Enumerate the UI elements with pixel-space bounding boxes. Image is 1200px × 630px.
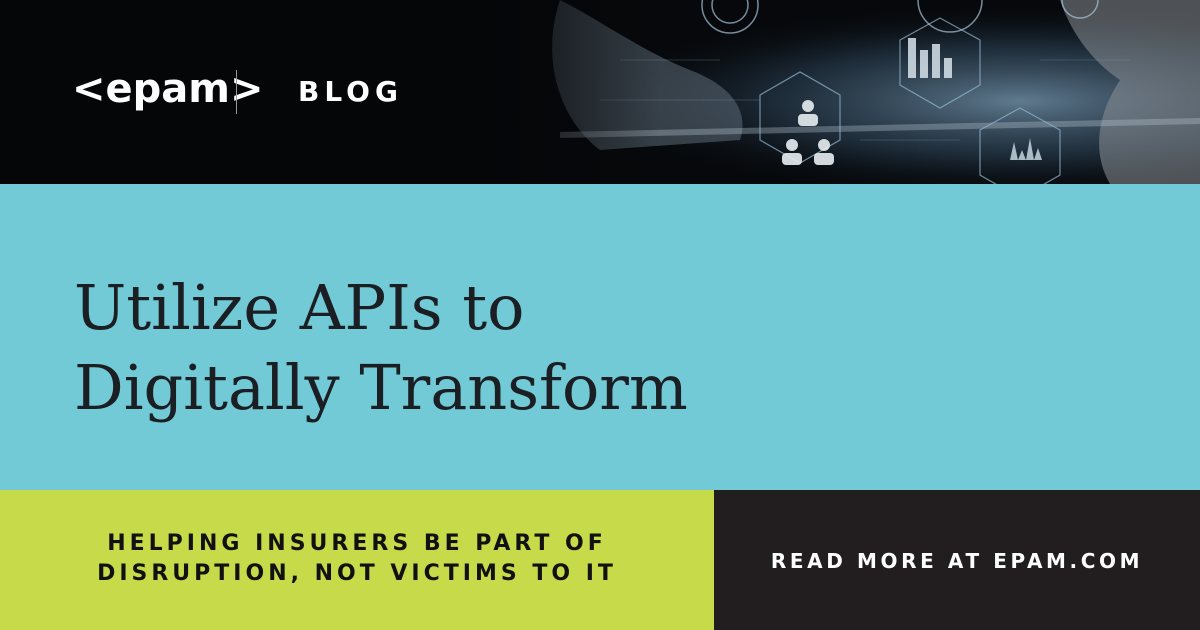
read-more-link[interactable]: READ MORE AT EPAM.COM	[770, 549, 1144, 573]
title-line-1: Utilize APIs to	[74, 271, 525, 344]
title-line-2: Digitally Transform	[74, 351, 688, 424]
tagline-line-2: DISRUPTION, NOT VICTIMS TO IT	[97, 561, 617, 586]
title-band	[0, 184, 1200, 490]
epam-logo[interactable]: <epam>	[72, 66, 264, 112]
blog-label: BLOG	[298, 75, 403, 108]
tagline: HELPING INSURERS BE PART OF DISRUPTION, …	[0, 529, 714, 589]
hero-image	[0, 0, 1200, 184]
tagline-line-1: HELPING INSURERS BE PART OF	[107, 531, 607, 556]
page-title: Utilize APIs to Digitally Transform	[74, 268, 1124, 428]
cta-panel[interactable]: READ MORE AT EPAM.COM	[714, 490, 1200, 630]
tagline-panel: HELPING INSURERS BE PART OF DISRUPTION, …	[0, 490, 714, 630]
header-divider	[236, 70, 237, 114]
header-banner: <epam> BLOG	[0, 0, 1200, 184]
